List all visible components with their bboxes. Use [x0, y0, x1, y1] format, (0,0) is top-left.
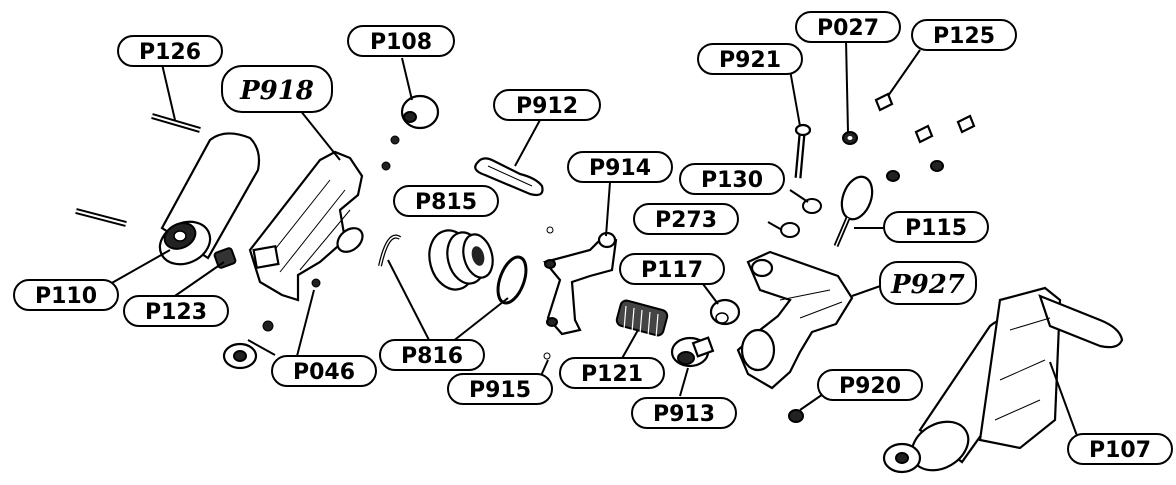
svg-text:P920: P920	[839, 374, 901, 399]
label-p107: P107	[1067, 433, 1173, 465]
svg-text:P110: P110	[35, 284, 97, 309]
label-p108: P108	[347, 25, 455, 57]
label-p912: P912	[493, 89, 601, 121]
part-p027-nut	[842, 131, 858, 145]
part-p117-bushing	[709, 298, 741, 326]
part-pin-left	[75, 208, 127, 227]
label-p027: P027	[795, 11, 901, 43]
label-p110: P110	[13, 279, 119, 311]
svg-text:P915: P915	[469, 378, 531, 403]
label-p915: P915	[447, 373, 553, 405]
label-p927: P927	[879, 261, 977, 305]
svg-text:P115: P115	[905, 216, 967, 241]
part-p108-knob	[381, 94, 440, 171]
part-p123-spring	[213, 247, 237, 269]
label-p920: P920	[817, 369, 923, 401]
label-p121: P121	[559, 357, 665, 389]
label-p126: P126	[117, 35, 223, 67]
label-p046: P046	[271, 355, 377, 387]
svg-text:P816: P816	[401, 344, 463, 369]
label-p123: P123	[123, 295, 229, 327]
label-p815: P815	[393, 185, 499, 217]
svg-text:P121: P121	[581, 362, 643, 387]
svg-text:P914: P914	[589, 156, 651, 181]
part-p126-pin	[151, 113, 201, 133]
label-p816: P816	[379, 339, 485, 371]
svg-text:P125: P125	[933, 24, 995, 49]
svg-text:P918: P918	[239, 76, 314, 106]
svg-text:P927: P927	[890, 270, 965, 300]
part-p110-roller	[158, 132, 261, 266]
label-p117: P117	[619, 253, 725, 285]
label-p115: P115	[883, 211, 989, 243]
part-p815-bellows	[428, 229, 494, 291]
label-p273: P273	[633, 203, 739, 235]
part-p115-handle	[833, 175, 874, 247]
svg-text:P130: P130	[701, 168, 763, 193]
label-p125: P125	[911, 19, 1017, 51]
part-p921-bolt	[794, 123, 812, 179]
svg-text:P123: P123	[145, 300, 207, 325]
svg-text:P273: P273	[655, 208, 717, 233]
svg-text:P107: P107	[1089, 438, 1151, 463]
svg-text:P913: P913	[653, 402, 715, 427]
svg-text:P912: P912	[516, 94, 578, 119]
svg-text:P027: P027	[817, 16, 879, 41]
svg-text:P108: P108	[370, 30, 432, 55]
label-p913: P913	[631, 397, 737, 429]
label-p918: P918	[221, 65, 333, 113]
part-p107-assembly	[882, 286, 1124, 474]
part-p125-screws	[874, 92, 976, 182]
svg-text:P126: P126	[139, 40, 201, 65]
svg-text:P815: P815	[415, 190, 477, 215]
label-p914: P914	[567, 151, 673, 183]
part-p918-bracket	[248, 150, 364, 302]
label-p130: P130	[679, 163, 785, 195]
part-p130-p273-washers	[780, 198, 822, 238]
part-p912-link	[474, 157, 544, 197]
part-p927-arm	[736, 250, 854, 390]
part-p913-cam	[670, 336, 715, 368]
part-p914-lever	[543, 226, 618, 360]
part-p920-nut	[788, 409, 804, 423]
svg-text:P921: P921	[719, 48, 781, 73]
svg-text:P117: P117	[641, 258, 703, 283]
part-p121-spring	[615, 299, 669, 339]
part-p046-washers	[222, 278, 321, 370]
label-p921: P921	[697, 43, 803, 75]
svg-text:P046: P046	[293, 360, 355, 385]
